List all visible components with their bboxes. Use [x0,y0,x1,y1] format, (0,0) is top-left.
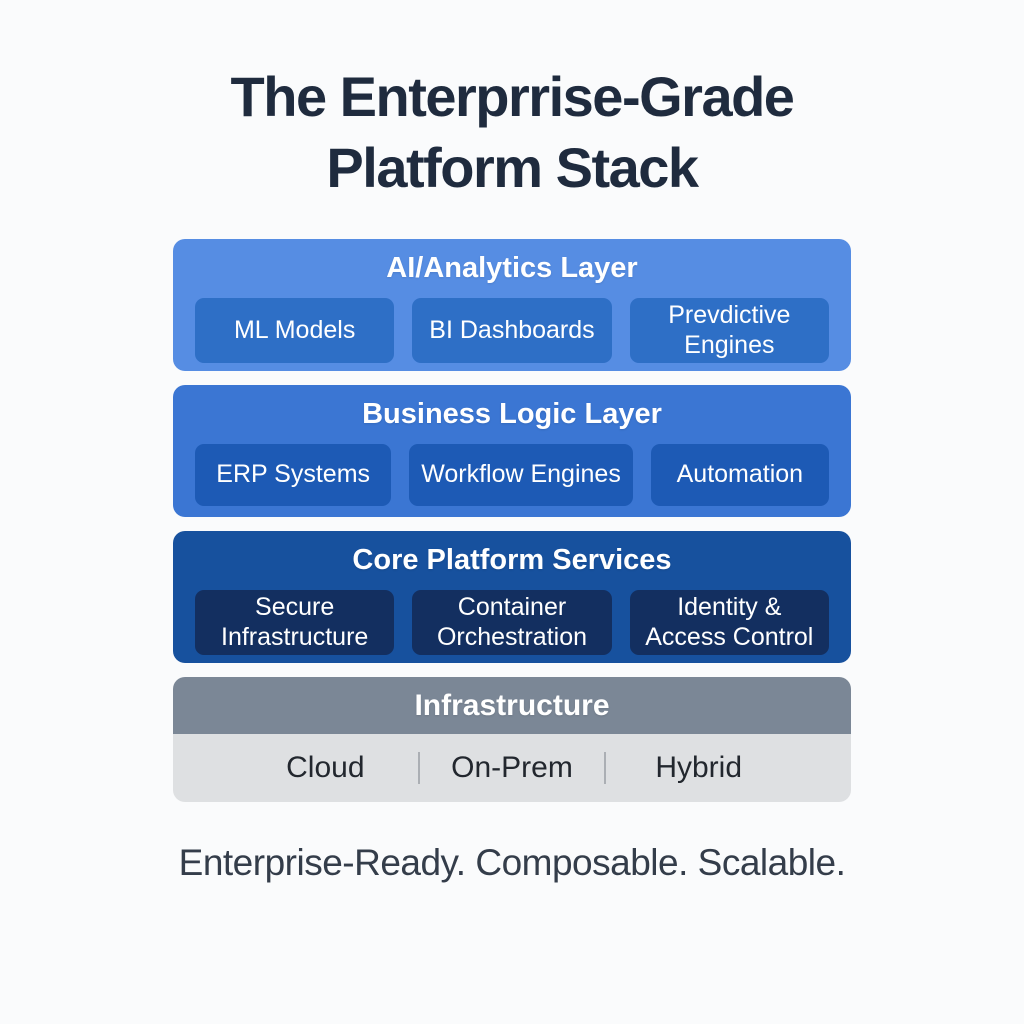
chip-workflow-engines: Workflow Engines [409,444,633,507]
tagline: Enterprise-Ready. Composable. Scalable. [178,842,846,884]
chip-bi-dashboards: BI Dashboards [412,298,612,364]
layer-core-platform-services-title: Core Platform Services [352,544,672,577]
infrastructure-options: Cloud On-Prem Hybrid [173,734,851,803]
layer-core-platform-services-items: Secure Infrastructure Container Orchestr… [195,590,829,656]
layer-ai-analytics-items: ML Models BI Dashboards Prevdictive Engi… [195,298,829,364]
chip-container-orchestration: Container Orchestration [412,590,612,656]
chip-secure-infrastructure: Secure Infrastructure [195,590,395,656]
layer-infrastructure: Infrastructure Cloud On-Prem Hybrid [173,677,851,803]
layer-ai-analytics: AI/Analytics Layer ML Models BI Dashboar… [173,239,851,372]
page-title-line2: Platform Stack [326,135,699,199]
infrastructure-header: Infrastructure [173,677,851,735]
option-on-prem: On-Prem [451,751,573,785]
chip-ml-models: ML Models [195,298,395,364]
vertical-divider [417,752,420,785]
chip-erp-systems: ERP Systems [195,444,392,507]
page-title: The Enterprrise-Grade Platform Stack [0,0,1024,203]
chip-automation: Automation [650,444,829,507]
option-cloud: Cloud [286,751,365,785]
layer-business-logic-title: Business Logic Layer [362,398,662,431]
chip-predictive-engines: Prevdictive Engines [629,298,829,364]
layer-core-platform-services: Core Platform Services Secure Infrastruc… [173,531,851,664]
page-title-line1: The Enterprrise-Grade [230,65,795,128]
platform-stack-diagram: AI/Analytics Layer ML Models BI Dashboar… [173,239,851,803]
layer-business-logic-items: ERP Systems Workflow Engines Automation [195,444,829,507]
layer-business-logic: Business Logic Layer ERP Systems Workflo… [173,385,851,518]
vertical-divider [604,752,607,785]
chip-identity-access-control: Identity & Access Control [629,590,829,656]
layer-ai-analytics-title: AI/Analytics Layer [386,252,638,285]
option-hybrid: Hybrid [655,751,743,785]
